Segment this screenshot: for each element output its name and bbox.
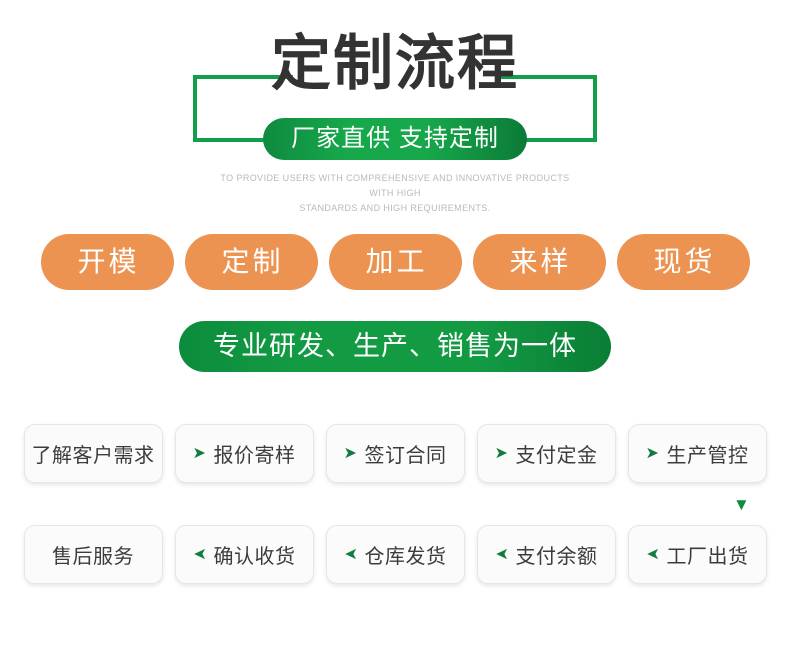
service-pill-dingzhi[interactable]: 定制 (184, 234, 318, 290)
process-step-label: 签订合同 (364, 445, 447, 467)
process-step-label: 工厂出货 (666, 546, 749, 568)
arrow-left-icon: ➤ (343, 545, 358, 563)
arrow-left-icon: ➤ (192, 545, 207, 563)
service-pill-kaimo[interactable]: 开模 (40, 234, 174, 290)
service-pill-laiyang[interactable]: 来样 (472, 234, 606, 290)
english-subtitle-line-2: STANDARDS AND HIGH REQUIREMENTS. (299, 203, 491, 213)
bracket-right-decoration (497, 75, 597, 142)
process-step-warehouse-ship[interactable]: ➤ 仓库发货 (325, 525, 465, 584)
process-step-confirm-receipt[interactable]: ➤ 确认收货 (174, 525, 314, 584)
process-step-pay-balance[interactable]: ➤ 支付余额 (476, 525, 616, 584)
process-step-understand-needs[interactable]: 了解客户需求 (23, 424, 163, 483)
process-row-2: 售后服务 ➤ 确认收货 ➤ 仓库发货 ➤ 支付余额 ➤ 工厂出货 (0, 525, 790, 584)
process-flow: 了解客户需求 ➤ 报价寄样 ➤ 签订合同 ➤ 支付定金 ➤ 生产管控 售后服务 … (0, 424, 790, 584)
service-pill-xianhuo[interactable]: 现货 (616, 234, 750, 290)
header-badge: 厂家直供 支持定制 (263, 118, 527, 160)
process-step-factory-shipment[interactable]: ➤ 工厂出货 (627, 525, 767, 584)
arrow-right-icon: ➤ (645, 444, 660, 462)
process-step-label: 支付余额 (515, 546, 598, 568)
english-subtitle: TO PROVIDE USERS WITH COMPREHENSIVE AND … (0, 171, 790, 216)
green-banner-wrap: 专业研发、生产、销售为一体 (0, 321, 790, 372)
arrow-left-icon: ➤ (645, 545, 660, 563)
process-step-after-sales[interactable]: 售后服务 (23, 525, 163, 584)
process-step-pay-deposit[interactable]: ➤ 支付定金 (476, 424, 616, 483)
bracket-left-decoration (193, 75, 293, 142)
process-step-sign-contract[interactable]: ➤ 签订合同 (325, 424, 465, 483)
service-pill-jiagong[interactable]: 加工 (328, 234, 462, 290)
arrow-left-icon: ➤ (494, 545, 509, 563)
process-step-label: 生产管控 (666, 445, 749, 467)
process-step-label: 售后服务 (52, 546, 134, 568)
process-step-label: 了解客户需求 (31, 445, 155, 467)
service-pill-row: 开模 定制 加工 来样 现货 (0, 234, 790, 290)
process-step-production-control[interactable]: ➤ 生产管控 (627, 424, 767, 483)
process-step-label: 确认收货 (213, 546, 296, 568)
header-section: 定制流程 厂家直供 支持定制 TO PROVIDE USERS WITH COM… (0, 0, 790, 215)
arrow-right-icon: ➤ (494, 444, 509, 462)
process-row-1: 了解客户需求 ➤ 报价寄样 ➤ 签订合同 ➤ 支付定金 ➤ 生产管控 (0, 424, 790, 483)
english-subtitle-line-1: TO PROVIDE USERS WITH COMPREHENSIVE AND … (220, 173, 570, 198)
process-step-label: 报价寄样 (213, 445, 296, 467)
arrow-right-icon: ➤ (343, 444, 358, 462)
page-title: 定制流程 (271, 30, 519, 97)
process-step-label: 仓库发货 (364, 546, 447, 568)
arrow-right-icon: ➤ (192, 444, 207, 462)
process-step-label: 支付定金 (515, 445, 598, 467)
green-banner: 专业研发、生产、销售为一体 (179, 321, 611, 372)
process-step-quote-sample[interactable]: ➤ 报价寄样 (174, 424, 314, 483)
